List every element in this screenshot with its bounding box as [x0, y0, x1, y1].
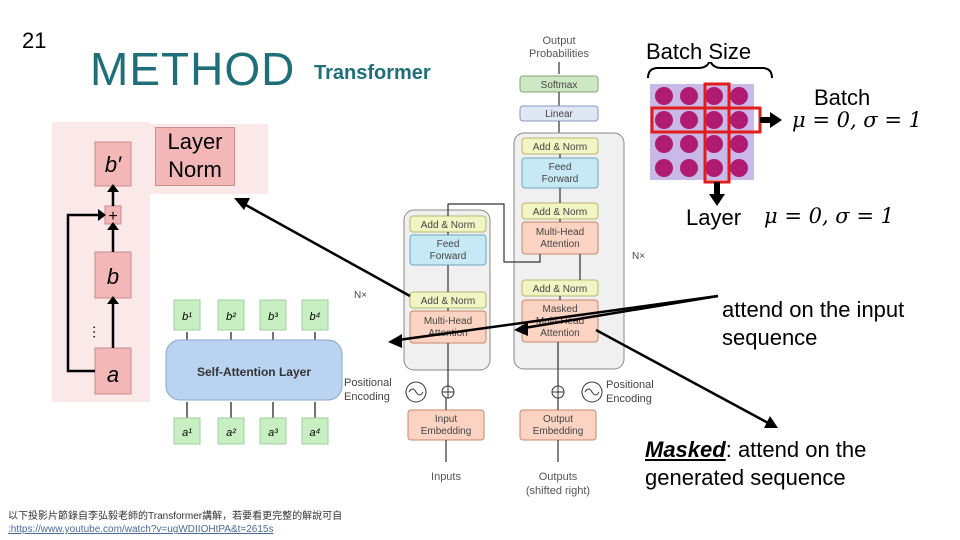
svg-text:Add & Norm: Add & Norm: [533, 284, 587, 295]
svg-text:Attention: Attention: [540, 328, 579, 339]
svg-text:Positional: Positional: [344, 377, 392, 389]
grid-cell-circle: [680, 87, 698, 105]
decoder-nx-label: N×: [632, 251, 645, 262]
self-attention-diagram: b¹ b² b³ b⁴ Self-Attention Layer a¹ a² a…: [165, 299, 343, 445]
batch-label: Batch: [814, 85, 871, 110]
sa-output-4: b⁴: [310, 311, 321, 323]
layer-arrow: [709, 194, 725, 206]
encoder-nx-label: N×: [354, 290, 367, 301]
grid-cell-circle: [655, 111, 673, 129]
grid-cell-circle: [655, 159, 673, 177]
transformer-architecture-diagram: Output Probabilities Softmax Linear Add …: [344, 35, 654, 497]
add-symbol: +: [108, 208, 117, 225]
svg-text:Add & Norm: Add & Norm: [421, 220, 475, 231]
sa-input-3: a³: [268, 427, 278, 439]
svg-text:Forward: Forward: [430, 251, 467, 262]
encoder-to-decoder-connection: [447, 203, 541, 263]
output-b-prime-label: b′: [105, 152, 122, 177]
layer-norm-label-2: Norm: [168, 157, 222, 182]
svg-text:Add & Norm: Add & Norm: [421, 296, 475, 307]
grid-cell-circle: [730, 87, 748, 105]
masked-word: Masked: [645, 437, 726, 462]
slide-number: 21: [22, 28, 47, 53]
sa-output-3: b³: [268, 311, 278, 323]
svg-text:Multi-Head: Multi-Head: [536, 227, 584, 238]
svg-text:Feed: Feed: [437, 239, 460, 250]
layer-label: Layer: [686, 205, 742, 230]
input-a-label: a: [107, 362, 119, 387]
svg-text:Positional: Positional: [606, 379, 654, 391]
middle-b-box: [94, 251, 132, 299]
self-attention-layer-label: Self-Attention Layer: [197, 365, 311, 379]
grid-cell-circle: [730, 159, 748, 177]
grid-cell-circle: [680, 111, 698, 129]
svg-text:Multi-Head: Multi-Head: [536, 316, 584, 327]
circle-grid: [655, 87, 748, 177]
sa-input-1: a¹: [182, 427, 192, 439]
footer-source-link[interactable]: :https://www.youtube.com/watch?v=ugWDIIO…: [8, 524, 274, 535]
svg-text:Masked: Masked: [542, 304, 577, 315]
inputs-label: Inputs: [431, 471, 461, 483]
residual-dots: ⋯: [87, 325, 103, 339]
output-probabilities-label-1: Output: [542, 35, 575, 47]
batch-size-label: Batch Size: [646, 39, 752, 64]
sa-input-4: a⁴: [310, 427, 321, 439]
svg-text:Attention: Attention: [540, 239, 579, 250]
outputs-shifted-label: (shifted right): [526, 485, 590, 497]
slide-subtitle: Transformer: [314, 62, 431, 84]
grid-cell-circle: [680, 159, 698, 177]
svg-text:Encoding: Encoding: [344, 391, 390, 403]
output-b-prime-box: [94, 141, 132, 187]
footer-line-1: 以下投影片節錄自李弘毅老師的Transformer講解，若要看更完整的解說可自: [8, 511, 343, 522]
layer-norm-label-1: Layer: [167, 129, 223, 154]
svg-text:Embedding: Embedding: [533, 426, 584, 437]
svg-text:Add & Norm: Add & Norm: [533, 207, 587, 218]
sa-input-2: a²: [226, 427, 236, 439]
svg-text:Input: Input: [435, 414, 457, 425]
outputs-label: Outputs: [539, 471, 578, 483]
grid-cell-circle: [705, 87, 723, 105]
svg-text:Forward: Forward: [542, 174, 579, 185]
sa-output-2: b²: [226, 311, 236, 323]
softmax-label: Softmax: [541, 80, 578, 91]
svg-text:Attention: Attention: [428, 328, 467, 339]
residual-skip-arrow: [66, 213, 100, 373]
svg-text:Multi-Head: Multi-Head: [424, 316, 472, 327]
self-attention-layer-box: [165, 339, 343, 401]
svg-text:Output: Output: [543, 414, 573, 425]
grid-cell-circle: [730, 135, 748, 153]
svg-text:Embedding: Embedding: [421, 426, 472, 437]
linear-label: Linear: [545, 109, 573, 120]
encoder-attention-annotation: attend on the input sequence: [722, 297, 905, 350]
layer-stats: μ = 0, σ = 1: [764, 204, 894, 228]
grid-cell-circle: [705, 159, 723, 177]
output-probabilities-label-2: Probabilities: [529, 48, 589, 60]
batch-arrow: [770, 112, 782, 128]
grid-cell-circle: [705, 111, 723, 129]
masked-attention-annotation: Masked: attend on the generated sequence: [645, 437, 867, 490]
grid-cell-circle: [730, 111, 748, 129]
svg-text:Encoding: Encoding: [606, 393, 652, 405]
layer-norm-box: Layer Norm: [155, 127, 235, 186]
batch-size-brace: [647, 62, 773, 79]
sa-output-1: b¹: [182, 311, 192, 323]
encoder-stack: [403, 209, 491, 371]
grid-cell-circle: [655, 87, 673, 105]
grid-cell-circle: [680, 135, 698, 153]
svg-text:Feed: Feed: [549, 162, 572, 173]
batch-stats: μ = 0, σ = 1: [792, 108, 922, 132]
grid-cell-circle: [705, 135, 723, 153]
slide-title: METHOD: [90, 43, 296, 95]
footer-note: 以下投影片節錄自李弘毅老師的Transformer講解，若要看更完整的解說可自 …: [8, 510, 342, 536]
grid-cell-circle: [655, 135, 673, 153]
middle-b-label: b: [107, 264, 119, 289]
normalization-grid-diagram: [647, 62, 782, 206]
svg-text:Add & Norm: Add & Norm: [533, 142, 587, 153]
